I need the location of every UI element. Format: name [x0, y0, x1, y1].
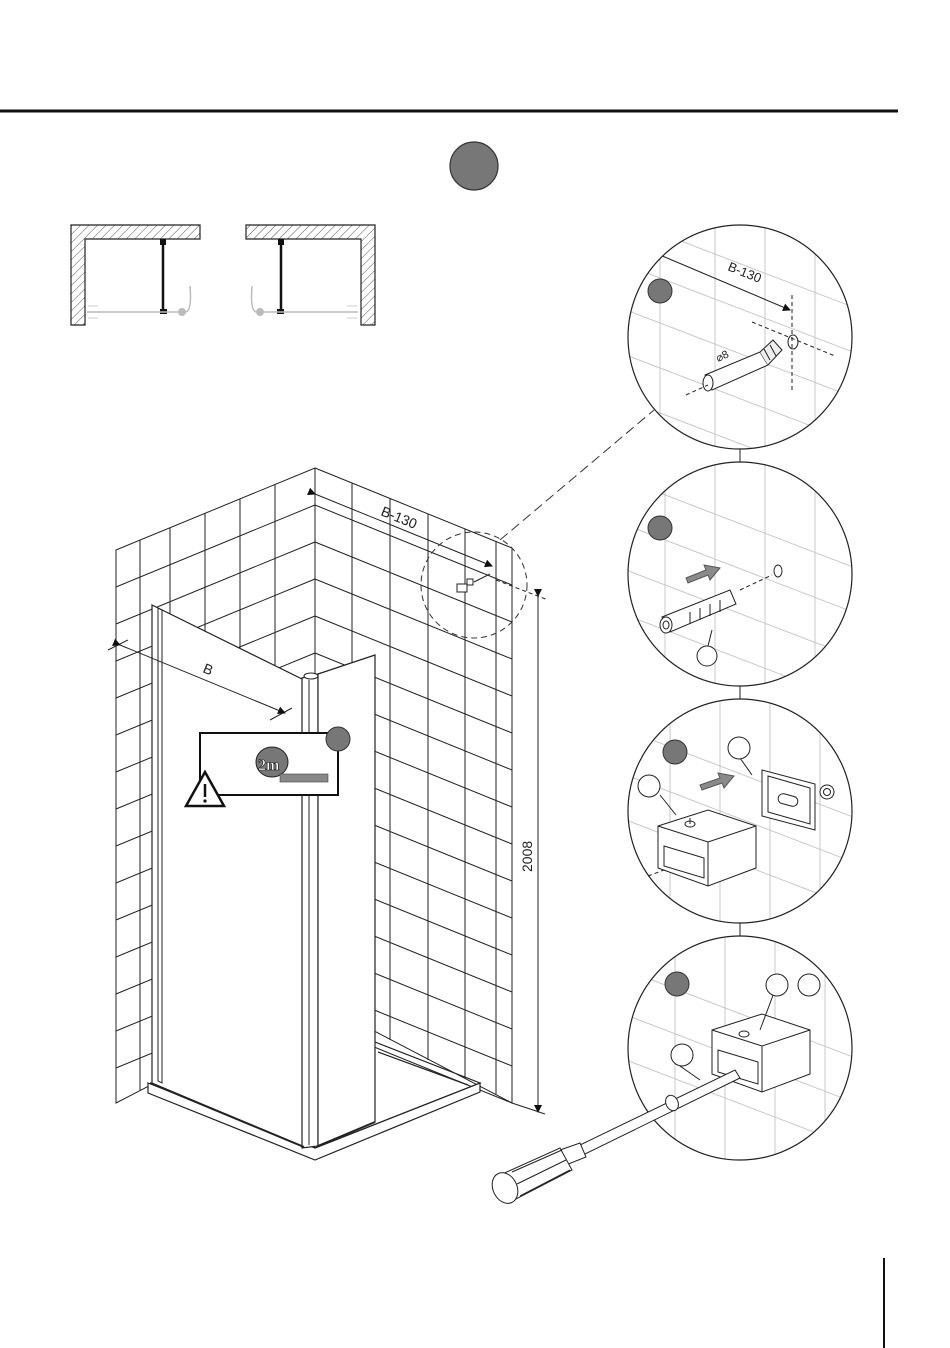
- detail-screwing: [600, 934, 900, 1165]
- dimension-b-130: [315, 494, 496, 585]
- plan-view-left: [71, 225, 200, 325]
- step-marker: [326, 727, 350, 751]
- leader-line: [500, 410, 654, 540]
- step-marker: [648, 516, 672, 540]
- step-marker: [665, 972, 689, 996]
- glass-panel: [150, 605, 375, 1148]
- svg-text:2m: 2m: [258, 757, 280, 774]
- two-person-warning: 2m: [186, 727, 350, 806]
- step-marker: [663, 740, 687, 764]
- dimension-b-130-label: B-130: [379, 503, 420, 532]
- step-marker: [648, 279, 672, 303]
- detail-wall-plug: [600, 460, 900, 720]
- plan-view-right: [246, 225, 375, 325]
- detail-drill: B-130 ⌀8: [600, 200, 900, 505]
- dimension-height-label: 2008: [519, 841, 535, 872]
- wall-bracket-small: [457, 574, 490, 592]
- detail-bracket: [600, 697, 900, 925]
- step-badge: [450, 142, 498, 190]
